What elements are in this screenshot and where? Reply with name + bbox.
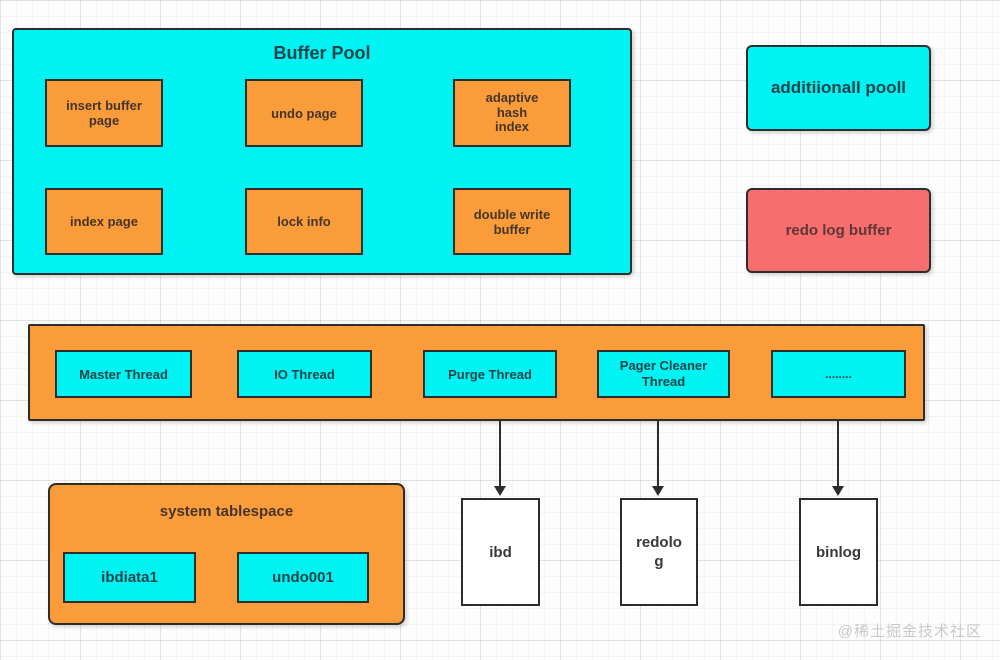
watermark: @稀土掘金技术社区: [837, 623, 982, 640]
thread-box-ellipsis: ........: [771, 350, 906, 398]
buffer-pool-cell-index-page: index page: [45, 188, 163, 255]
buffer-pool-cell-lock-info: lock info: [245, 188, 363, 255]
arrow-to-ibd: [494, 421, 506, 496]
disk-file-redolog: redolo g: [620, 498, 698, 606]
thread-box-io-thread: IO Thread: [237, 350, 372, 398]
buffer-pool-cell-adaptive-hash-index: adaptive hash index: [453, 79, 571, 147]
buffer-pool-cell-insert-buffer-page: insert buffer page: [45, 79, 163, 147]
thread-box-master-thread: Master Thread: [55, 350, 192, 398]
buffer-pool-cell-double-write-buffer: double write buffer: [453, 188, 571, 255]
thread-box-purge-thread: Purge Thread: [423, 350, 557, 398]
arrow-to-redolog: [652, 421, 664, 496]
buffer-pool-title: Buffer Pool: [273, 43, 371, 63]
system-tablespace-file-undo001: undo001: [237, 552, 369, 603]
redo-log-buffer-box: redo log buffer: [746, 188, 931, 273]
system-tablespace-title: system tablespace: [159, 503, 294, 520]
disk-file-binlog: binlog: [799, 498, 878, 606]
disk-file-ibd: ibd: [461, 498, 540, 606]
system-tablespace-file-ibdiata1: ibdiata1: [63, 552, 196, 603]
thread-box-pager-cleaner-thread: Pager Cleaner Thread: [597, 350, 730, 398]
arrow-to-binlog: [832, 421, 844, 496]
additional-pool-box: additiionall pooll: [746, 45, 931, 131]
buffer-pool-cell-undo-page: undo page: [245, 79, 363, 147]
